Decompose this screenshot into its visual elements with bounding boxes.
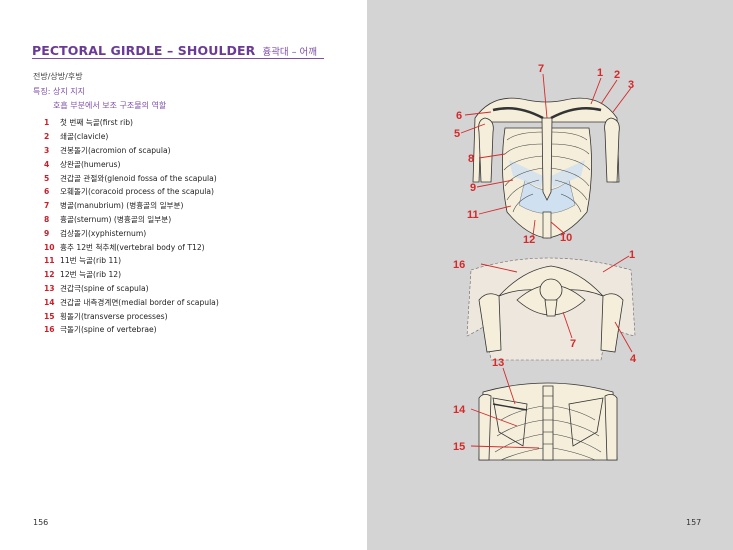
left-page: PECTORAL GIRDLE – SHOULDER 흉곽대 – 어깨 전방/상… <box>0 0 367 550</box>
legend-text: 상완골(humerus) <box>60 159 120 170</box>
right-humeral-head <box>601 294 623 352</box>
legend-text: 견갑골 관절와(glenoid fossa of the scapula) <box>60 173 217 184</box>
legend-number: 4 <box>44 160 60 169</box>
legend-number: 1 <box>44 118 60 127</box>
figure-label-9: 9 <box>470 182 476 194</box>
left-humerus <box>479 118 494 182</box>
legend-number: 13 <box>44 284 60 293</box>
figure-label-1-superior: 1 <box>629 249 635 261</box>
legend-text: 12번 늑골(rib 12) <box>60 269 121 280</box>
legend-number: 6 <box>44 187 60 196</box>
view-label: 전방/상방/후방 <box>33 71 83 82</box>
title-divider <box>32 58 324 59</box>
right-humerus-posterior <box>605 394 617 460</box>
sternum <box>542 118 552 200</box>
figure-label-10: 10 <box>560 232 572 244</box>
legend-number: 16 <box>44 325 60 334</box>
posterior-view-illustration: 13 14 15 <box>453 357 617 460</box>
legend-number: 15 <box>44 312 60 321</box>
vertebra-t12 <box>543 212 551 238</box>
figure-label-5: 5 <box>454 128 460 140</box>
feature-label: 특징: 상지 지지 <box>33 86 85 97</box>
figure-label-15: 15 <box>453 441 465 453</box>
figure-label-14: 14 <box>453 404 466 416</box>
legend-number: 7 <box>44 201 60 210</box>
figure-label-8: 8 <box>468 153 474 165</box>
anatomy-illustrations: 7 1 2 3 6 5 8 9 11 12 10 16 1 7 4 <box>367 0 733 550</box>
legend-text: 쇄골(clavicle) <box>60 131 108 142</box>
legend-text: 흉추 12번 척추체(vertebral body of T12) <box>60 242 205 253</box>
figure-label-7-superior: 7 <box>570 338 576 350</box>
figure-label-13: 13 <box>492 357 504 369</box>
legend-text: 첫 번째 늑골(first rib) <box>60 117 133 128</box>
page-title: PECTORAL GIRDLE – SHOULDER 흉곽대 – 어깨 <box>32 40 317 59</box>
legend-number: 10 <box>44 243 60 252</box>
legend-text: 견봉돌기(acromion of scapula) <box>60 145 171 156</box>
legend-number: 2 <box>44 132 60 141</box>
legend-text: 흉골(sternum) (병흉골의 일부분) <box>60 214 171 225</box>
legend-text: 횡돌기(transverse processes) <box>60 311 168 322</box>
anterior-thorax-illustration: 7 1 2 3 6 5 8 9 11 12 10 <box>454 63 634 246</box>
right-humerus <box>605 118 620 182</box>
legend-text: 극돌기(spine of vertebrae) <box>60 324 157 335</box>
legend-text: 견갑골 내측경계면(medial border of scapula) <box>60 297 219 308</box>
figure-label-4-superior: 4 <box>630 353 637 365</box>
legend-number: 14 <box>44 298 60 307</box>
legend-text: 오훼돌기(coracoid process of the scapula) <box>60 186 214 197</box>
figure-label-12: 12 <box>523 234 535 246</box>
legend-number: 9 <box>44 229 60 238</box>
title-english: PECTORAL GIRDLE – SHOULDER <box>32 43 255 58</box>
spinal-column <box>543 386 553 460</box>
title-korean: 흉곽대 – 어깨 <box>262 47 317 58</box>
figure-label-16: 16 <box>453 259 465 271</box>
figure-label-1: 1 <box>597 67 603 79</box>
legend-number: 8 <box>44 215 60 224</box>
figure-label-11: 11 <box>467 209 479 221</box>
legend-text: 11번 늑골(rib 11) <box>60 255 121 266</box>
left-humeral-head <box>479 294 501 352</box>
figure-label-6: 6 <box>456 110 462 122</box>
legend-number: 3 <box>44 146 60 155</box>
legend-number: 12 <box>44 270 60 279</box>
vertebra-superior <box>540 279 562 301</box>
feature-description: 호흡 부분에서 보조 구조물의 역할 <box>53 100 166 111</box>
legend-text: 견갑극(spine of scapula) <box>60 283 149 294</box>
legend-text: 검상돌기(xyphisternum) <box>60 228 146 239</box>
legend-number: 5 <box>44 174 60 183</box>
left-humerus-posterior <box>479 394 491 460</box>
legend-text: 병골(manubrium) (병흉골의 일부분) <box>60 200 184 211</box>
page-number-left: 156 <box>33 518 48 527</box>
superior-view-illustration: 16 1 7 4 <box>453 249 637 365</box>
figure-label-7: 7 <box>538 63 544 75</box>
manubrium-superior <box>545 300 557 316</box>
figure-label-2: 2 <box>614 69 620 81</box>
figure-label-3: 3 <box>628 79 634 91</box>
legend-number: 11 <box>44 256 60 265</box>
